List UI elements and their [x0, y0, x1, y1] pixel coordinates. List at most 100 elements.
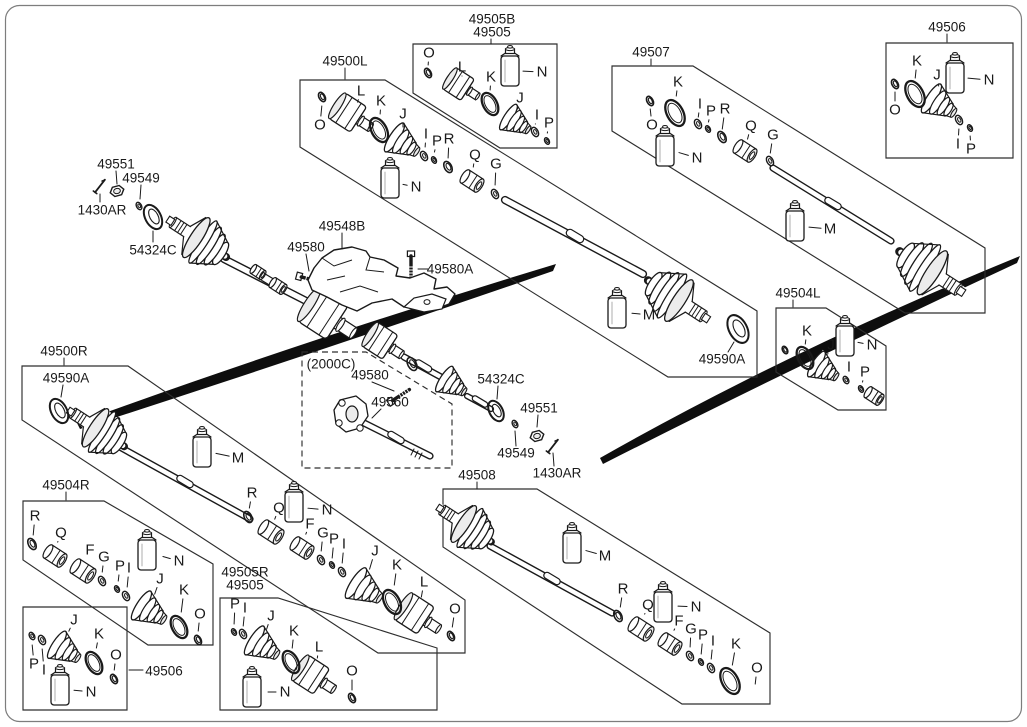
callout-O: O	[194, 606, 206, 632]
callout-K: K	[486, 69, 496, 91]
cv-boot	[45, 629, 82, 664]
washer-ring	[543, 137, 551, 145]
callout-J: J	[399, 106, 407, 128]
callout-letter: R	[444, 131, 455, 148]
damper-cylinder	[257, 519, 285, 545]
callout-G: G	[317, 525, 329, 552]
bolt	[406, 250, 416, 280]
callout-M: M	[631, 307, 655, 324]
box-label-49500L: 49500L	[322, 54, 368, 80]
callout-letter: I	[127, 560, 131, 577]
callout-letter: N	[174, 553, 185, 570]
outer-cv-joint	[65, 406, 130, 458]
damper-cylinder	[627, 616, 655, 642]
callout-G: G	[98, 549, 110, 573]
part-label-49549: 49549	[497, 430, 535, 461]
callout-letter: P	[29, 656, 39, 673]
inner-joint-housing	[393, 592, 443, 634]
part-label-49551: 49551	[520, 401, 558, 428]
grease-bottle	[50, 664, 70, 706]
split-pin	[92, 178, 106, 195]
box-label-49506-top: 49506	[928, 20, 966, 43]
callout-K: K	[94, 626, 104, 649]
retainer-ring	[242, 510, 254, 524]
part-number: 49560	[371, 395, 409, 410]
callout-R: R	[444, 131, 455, 159]
callout-letter: I	[711, 633, 715, 650]
part-label-54324C: 54324C	[129, 230, 177, 258]
callout-letter: P	[966, 141, 976, 158]
callout-N: N	[73, 684, 96, 701]
inner-joint-housing	[361, 321, 405, 360]
callout-R: R	[30, 508, 41, 536]
callout-letter: J	[371, 543, 379, 560]
callout-letter: O	[751, 660, 763, 677]
callout-I: I	[126, 560, 131, 588]
part-number: 49505R	[221, 565, 269, 580]
washer-ring	[316, 554, 326, 566]
boot-clamp-ring	[480, 91, 500, 117]
callout-K: K	[731, 636, 741, 666]
boot-clamp-ring	[84, 650, 104, 676]
part-number: 49506	[928, 20, 966, 35]
retainer-ring	[781, 345, 789, 355]
callout-letter: K	[731, 636, 741, 653]
cv-boot	[433, 364, 468, 397]
retainer-ring	[487, 399, 505, 423]
callout-letter: I	[342, 536, 346, 553]
callout-letter: N	[867, 337, 878, 354]
callout-letter: I	[847, 359, 851, 376]
retainer-ring	[347, 692, 357, 704]
callout-letter: N	[411, 179, 422, 196]
grease-bottle	[945, 52, 965, 94]
axle-shaft	[463, 392, 495, 413]
part-number: 49590A	[43, 371, 90, 386]
callout-F: F	[305, 516, 315, 535]
grease-bottle	[137, 529, 157, 571]
callout-letter: L	[315, 639, 323, 656]
callout-letter: N	[984, 72, 995, 89]
washer-ring	[706, 662, 716, 674]
outer-cv-joint	[892, 239, 967, 298]
callout-N: N	[677, 599, 701, 616]
callout-K: K	[179, 582, 189, 613]
part-label-49560: 49560	[371, 395, 409, 419]
part-number: 1430AR	[78, 203, 127, 218]
callout-I: I	[424, 126, 428, 148]
retainer-ring	[645, 95, 655, 107]
part-number: 49506	[145, 664, 183, 679]
box-label-49504R: 49504R	[42, 478, 90, 501]
grease-bottle	[655, 125, 675, 167]
callout-letter: M	[824, 221, 837, 238]
callout-letter: O	[423, 45, 435, 62]
callout-letter: I	[424, 126, 428, 143]
callout-letter: K	[289, 623, 299, 640]
boot-clamp-ring	[664, 98, 686, 128]
callout-Q: Q	[55, 525, 67, 543]
callout-letter: O	[110, 647, 122, 664]
damper-cylinder	[863, 386, 885, 406]
washer-ring	[230, 628, 238, 636]
washer-ring	[954, 114, 964, 126]
callout-letter: Q	[273, 500, 285, 517]
callout-letter: R	[618, 581, 629, 598]
part-label-1430AR: 1430AR	[78, 193, 127, 218]
outer-cv-joint	[641, 268, 712, 324]
part-number: 49505B	[469, 12, 516, 27]
callout-letter: P	[329, 531, 339, 548]
callout-O: O	[314, 105, 326, 134]
washer-ring	[693, 118, 703, 130]
callout-J: J	[827, 337, 835, 355]
grease-bottle	[284, 481, 304, 523]
callout-N: N	[967, 72, 995, 89]
bearing-bracket	[333, 395, 423, 460]
box-49506-bottom	[22, 606, 128, 711]
part-number: 49507	[632, 45, 670, 60]
callout-Q: Q	[745, 118, 757, 140]
bolt	[385, 387, 412, 408]
callout-I: I	[697, 96, 702, 118]
retainer-ring	[142, 203, 164, 231]
box-49505B	[412, 43, 558, 149]
split-pin	[545, 438, 559, 455]
part-label-49551: 49551	[97, 157, 135, 185]
